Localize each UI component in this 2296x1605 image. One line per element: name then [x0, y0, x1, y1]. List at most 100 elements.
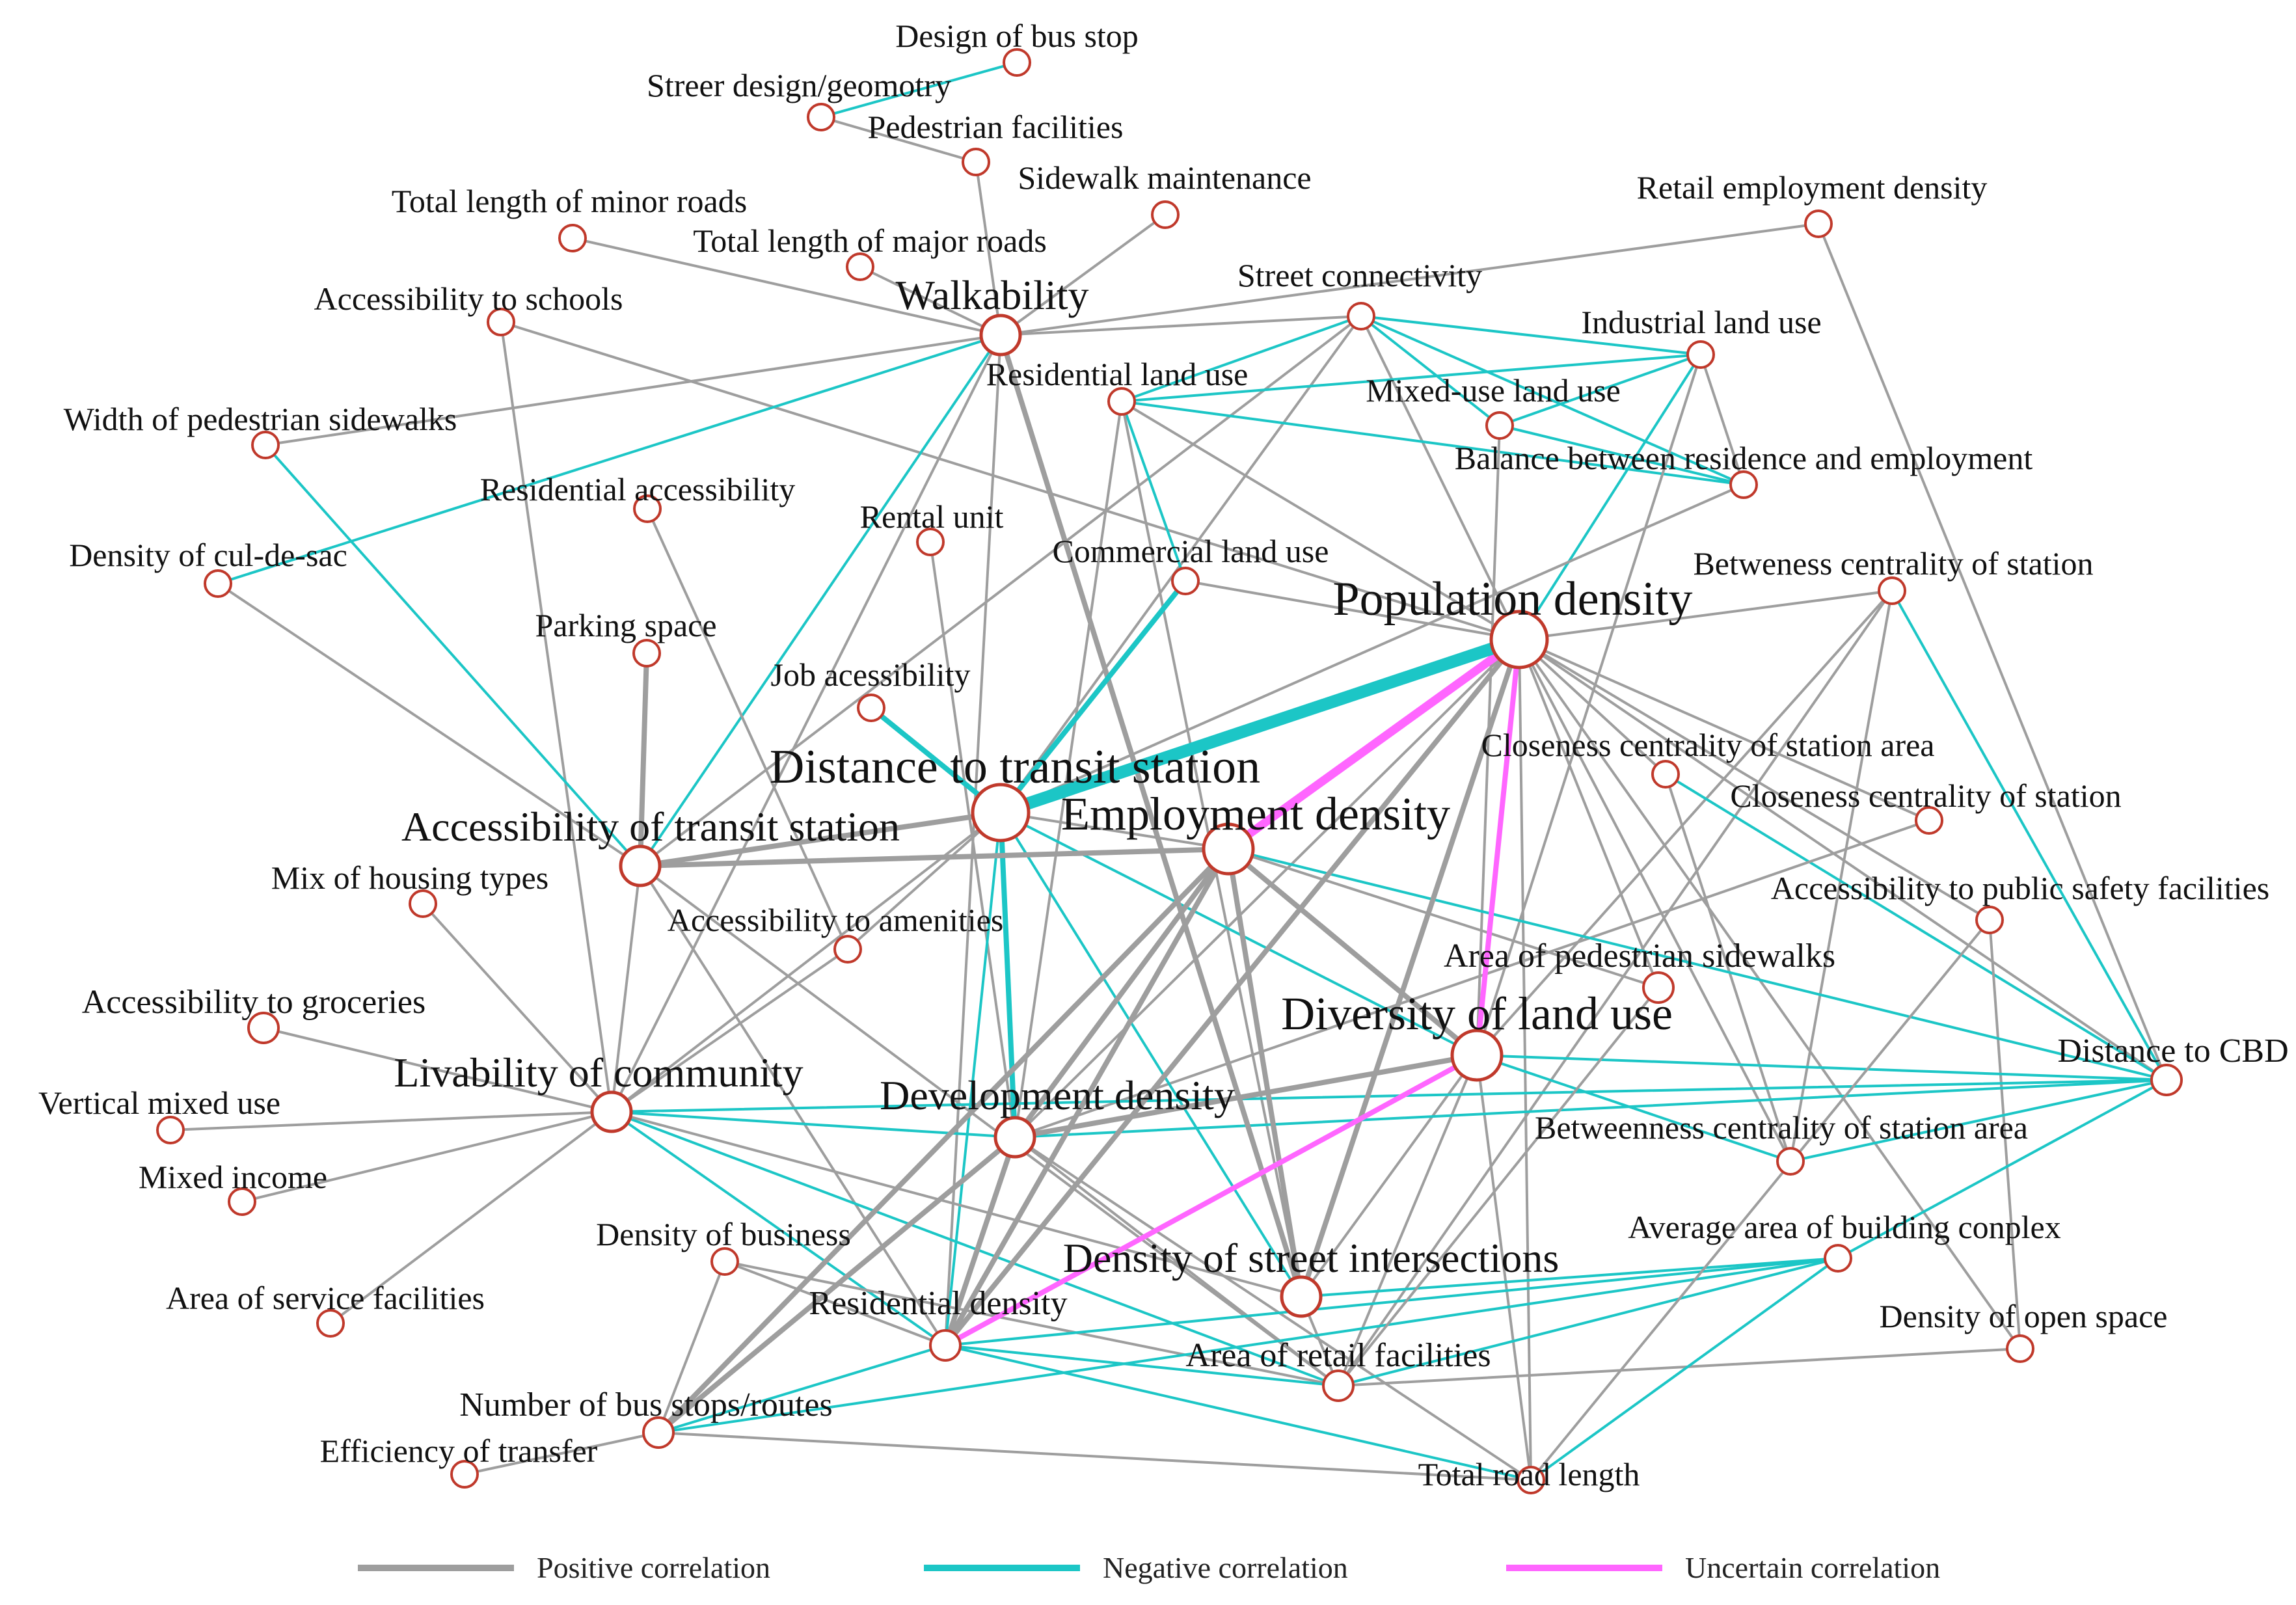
node-sidewalk_maintenance: [1151, 200, 1180, 229]
edge-positive-access_safety-density_open_space: [1988, 919, 2021, 1350]
node-livability: [590, 1090, 633, 1133]
edge-positive-employment_density-street_intersections: [1226, 846, 1304, 1299]
edge-negative-residential_land-balance_res_emp: [1120, 400, 1745, 486]
edge-positive-area_service-livability: [329, 1111, 613, 1325]
edge-negative-distance_cbd-betweenness_station_area: [1789, 1079, 2168, 1163]
edge-positive-distance_transit-access_transit: [638, 810, 1003, 869]
node-label-total_road_length: Total road length: [1418, 1456, 1640, 1492]
edge-positive-residential_land-population_density: [1120, 400, 1520, 641]
node-residential_land: [1107, 387, 1136, 416]
edge-positive-population_density-closeness_station: [1518, 638, 1930, 822]
edge-negative-distance_transit-street_intersections: [999, 811, 1303, 1298]
edge-negative-closeness_station_area-distance_cbd: [1664, 773, 2168, 1081]
edge-positive-retail_emp_density-walkability: [999, 223, 1820, 336]
edge-positive-betweeness_station-area_retail: [1337, 589, 1893, 1387]
node-label-area_ped_sidewalks: Area of pedestrian sidewalks: [1444, 937, 1835, 975]
edge-positive-access_transit-residential_density: [639, 865, 947, 1347]
node-label-design_bus_stop: Design of bus stop: [895, 18, 1139, 54]
edge-negative-commercial_land-distance_transit: [998, 578, 1188, 815]
node-population_density: [1489, 610, 1549, 669]
node-label-sidewalk_maintenance: Sidewalk maintenance: [1018, 159, 1311, 196]
node-density_culdesac: [204, 569, 232, 598]
edge-positive-population_density-access_safety: [1518, 638, 1991, 921]
node-density_business: [710, 1247, 739, 1276]
edge-positive-mixed_income-livability: [241, 1111, 613, 1203]
edge-positive-livability-street_intersections: [610, 1111, 1303, 1298]
node-label-area_service: Area of service facilities: [166, 1280, 485, 1316]
node-label-retail_emp_density: Retail employment density: [1637, 169, 1988, 206]
node-diversity_land: [1450, 1029, 1504, 1082]
edge-negative-industrial_land-population_density: [1518, 353, 1702, 641]
edge-uncertain-population_density-employment_density: [1224, 635, 1524, 854]
edge-positive-development_density-area_retail: [1014, 1136, 1340, 1387]
node-closeness_station_area: [1651, 760, 1680, 789]
node-job_access: [857, 694, 885, 722]
edge-negative-employment_density-distance_cbd: [1227, 848, 2168, 1081]
node-label-avg_building_complex: Average area of building conplex: [1628, 1209, 2060, 1245]
node-label-residential_land: Residential land use: [986, 356, 1249, 392]
node-label-residential_density: Residential density: [809, 1285, 1067, 1322]
node-area_retail: [1322, 1369, 1355, 1402]
node-label-street_connectivity: Street connectivity: [1237, 257, 1482, 293]
edge-positive-access_schools-population_density: [500, 321, 1520, 641]
edge-negative-population_density-distance_transit: [994, 633, 1526, 819]
edge-positive-diversity_land-development_density: [1012, 1053, 1479, 1140]
node-label-distance_cbd: Distance to CBD: [2057, 1032, 2288, 1070]
edge-negative-residential_land-industrial_land: [1120, 353, 1702, 403]
node-walkability: [979, 314, 1022, 357]
node-mixed_income: [228, 1187, 256, 1216]
node-vertical_mixed: [156, 1116, 185, 1144]
edge-positive-access_schools-livability: [500, 321, 613, 1113]
edge-positive-pedestrian_facilities-walkability: [975, 161, 1002, 336]
node-label-parking_space: Parking space: [535, 607, 716, 643]
edge-positive-industrial_land-balance_res_emp: [1699, 353, 1745, 486]
node-access_schools: [487, 308, 515, 336]
edge-positive-population_density-development_density: [1014, 638, 1520, 1139]
node-mix_housing: [409, 889, 437, 918]
edge-positive-closeness_station-development_density: [1014, 819, 1930, 1139]
node-label-population_density: Population density: [1333, 573, 1693, 626]
node-bus_stops: [642, 1416, 675, 1449]
node-label-density_business: Density of business: [596, 1216, 851, 1252]
edge-positive-employment_density-bus_stops: [656, 846, 1231, 1435]
node-total_road_length: [1517, 1466, 1545, 1494]
edge-positive-population_density-street_intersections: [1299, 637, 1522, 1299]
node-distance_transit: [971, 783, 1031, 843]
node-mixed_land: [1485, 411, 1514, 440]
edge-positive-employment_density-diversity_land: [1226, 846, 1479, 1058]
node-street_connectivity: [1347, 302, 1375, 330]
edge-positive-bus_stops-total_road_length: [657, 1431, 1532, 1481]
node-label-job_access: Job acessibility: [771, 656, 971, 693]
edge-negative-street_connectivity-industrial_land: [1360, 315, 1702, 356]
edge-negative-livability-distance_cbd: [610, 1079, 2168, 1113]
edge-positive-development_density-bus_stops: [656, 1135, 1018, 1435]
edge-negative-mixed_land-balance_res_emp: [1498, 424, 1745, 486]
nodes-layer: [156, 48, 2183, 1494]
node-label-pedestrian_facilities: Pedestrian facilities: [868, 109, 1124, 145]
edge-positive-density_business-area_retail: [723, 1260, 1340, 1387]
edge-positive-population_density-total_road_length: [1518, 638, 1532, 1481]
node-label-density_open_space: Density of open space: [1880, 1298, 2168, 1334]
edge-negative-residential_density-total_road_length: [944, 1344, 1532, 1481]
node-label-distance_transit: Distance to transit station: [770, 740, 1260, 794]
edge-positive-street_connectivity-access_transit: [639, 315, 1362, 867]
edge-positive-development_density-total_road_length: [1014, 1136, 1532, 1481]
node-label-area_retail: Area of retail facilities: [1185, 1337, 1491, 1374]
edge-positive-access_groceries-livability: [262, 1027, 613, 1113]
node-label-diversity_land: Diversity of land use: [1281, 988, 1673, 1040]
node-distance_cbd: [2150, 1064, 2183, 1096]
node-label-efficiency_transfer: Efficiency of transfer: [320, 1433, 598, 1469]
edge-negative-betweeness_station-distance_cbd: [1891, 589, 2168, 1081]
edge-positive-density_culdesac-access_transit: [217, 582, 642, 867]
node-area_service: [316, 1309, 345, 1338]
node-label-mixed_land: Mixed-use land use: [1366, 372, 1621, 409]
legend-negative-label: Negative correlation: [1103, 1551, 1348, 1584]
node-access_safety: [1975, 906, 2004, 934]
edge-negative-distance_transit-residential_density: [944, 811, 1002, 1347]
node-label-betweeness_station: Betweness centrality of station: [1693, 545, 2093, 582]
node-efficiency_transfer: [450, 1460, 479, 1489]
edge-positive-employment_density-access_transit: [638, 846, 1231, 869]
node-employment_density: [1202, 822, 1255, 876]
node-label-density_culdesac: Density of cul-de-sac: [69, 537, 347, 573]
